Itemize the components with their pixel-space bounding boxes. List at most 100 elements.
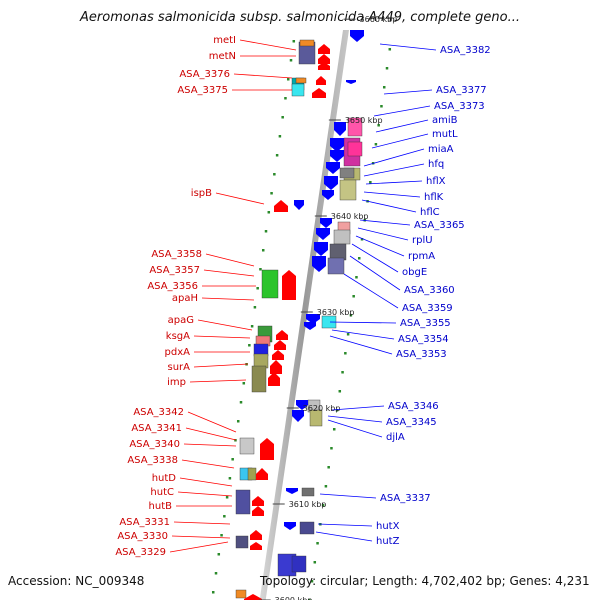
tick-dot	[267, 211, 271, 214]
tick-dot	[346, 333, 350, 336]
tick-dot	[385, 67, 389, 70]
leader-line	[371, 133, 429, 149]
forward-gene-arrow	[270, 360, 282, 374]
tick-dot	[330, 447, 333, 450]
forward-gene-arrow	[274, 340, 286, 350]
kbp-label: 3600 kbp	[275, 596, 313, 600]
gene-box	[347, 141, 363, 157]
tick-dot	[259, 268, 262, 271]
forward-gene-arrow	[252, 496, 264, 506]
label-leaders	[169, 39, 437, 553]
reverse-gene-arrow	[330, 150, 344, 162]
reverse-gene-arrow	[304, 322, 316, 330]
leader-line	[171, 535, 231, 539]
leader-line	[363, 148, 425, 167]
tick-dot	[239, 401, 243, 404]
reverse-gene-arrow	[286, 488, 298, 494]
tick-dot	[236, 420, 240, 423]
gene-box	[309, 409, 323, 427]
forward-gene-arrow	[282, 270, 296, 300]
right-gene-label: mutL	[432, 129, 458, 140]
left-gene-label: ASA_3340	[129, 439, 180, 450]
genome-info-text: Topology: circular; Length: 4,702,402 bp…	[260, 574, 590, 588]
right-gene-label: ASA_3377	[436, 85, 487, 96]
right-gene-label: ASA_3365	[414, 220, 465, 231]
tick-dot	[338, 390, 342, 393]
tick-dot	[273, 173, 276, 176]
leader-line	[201, 297, 255, 301]
reverse-gene-arrow	[294, 200, 304, 210]
leader-line	[351, 243, 399, 273]
forward-gene-arrow	[276, 330, 288, 340]
reverse-gene-arrow	[350, 30, 364, 42]
tick-dot	[344, 352, 347, 355]
kbp-label: 3610 kbp	[289, 500, 327, 509]
leader-line	[179, 477, 233, 487]
forward-gene-arrow	[250, 530, 262, 540]
leader-line	[359, 219, 411, 226]
leader-line	[185, 427, 237, 441]
right-gene-label: hflC	[420, 207, 440, 218]
tick-dot	[382, 86, 386, 89]
leader-line	[197, 319, 253, 331]
tick-dot	[214, 572, 218, 575]
right-gene-label: ASA_3360	[404, 285, 455, 296]
tick-dot	[281, 116, 284, 119]
forward-gene-arrow	[252, 506, 264, 516]
forward-gene-arrow	[244, 594, 262, 600]
reverse-gene-arrow	[334, 122, 346, 136]
tick-dot	[289, 59, 293, 62]
left-gene-label: pdxA	[165, 347, 191, 358]
kbp-label: 3660 kbp	[360, 15, 398, 24]
leader-line	[343, 273, 399, 309]
kbp-label: 3630 kbp	[317, 308, 355, 317]
tick-dot	[220, 534, 223, 537]
left-gene-label: hutC	[150, 487, 174, 498]
tick-dots	[211, 40, 392, 600]
backbone-line	[259, 30, 349, 600]
gene-box	[235, 589, 247, 599]
leader-line	[363, 191, 421, 198]
gene-boxes	[235, 39, 363, 599]
tick-dot	[286, 78, 290, 81]
tick-dot	[316, 542, 319, 545]
right-gene-label: rpmA	[408, 251, 435, 262]
right-gene-label: ASA_3355	[400, 318, 451, 329]
tick-dot	[321, 504, 325, 507]
tick-dot	[380, 105, 383, 108]
tick-dot	[248, 344, 251, 347]
left-gene-label: imp	[167, 377, 186, 388]
gene-box	[235, 535, 249, 549]
left-gene-label: ASA_3342	[133, 407, 184, 418]
right-gene-label: amiB	[432, 115, 458, 126]
tick-dot	[284, 97, 287, 100]
left-gene-label: ksgA	[166, 331, 190, 342]
leader-line	[193, 363, 249, 368]
right-gene-label: ASA_3373	[434, 101, 485, 112]
right-gene-label: hflK	[424, 192, 444, 203]
accession-text: Accession: NC_009348	[8, 574, 145, 588]
leader-line	[357, 227, 409, 241]
leader-line	[233, 73, 293, 79]
left-gene-label: ASA_3358	[151, 249, 202, 260]
right-gene-label: ASA_3353	[396, 349, 447, 360]
gene-box	[251, 365, 267, 393]
leader-line	[187, 411, 237, 433]
leader-line	[193, 335, 251, 339]
kbp-label: 3640 kbp	[331, 212, 369, 221]
tick-dot	[256, 287, 259, 290]
reverse-gene-arrow	[322, 190, 334, 200]
tick-dot	[231, 458, 234, 461]
tick-dot	[270, 192, 273, 195]
gene-arrows	[244, 30, 364, 600]
gene-box	[291, 83, 305, 97]
left-gene-label: metI	[213, 35, 236, 46]
tick-dot	[377, 124, 380, 127]
tick-dot	[217, 553, 221, 556]
leader-line	[203, 269, 255, 277]
reverse-gene-arrow	[314, 242, 328, 256]
left-gene-label: ASA_3330	[117, 531, 168, 542]
tick-dot	[261, 249, 265, 252]
leader-line	[373, 105, 431, 117]
